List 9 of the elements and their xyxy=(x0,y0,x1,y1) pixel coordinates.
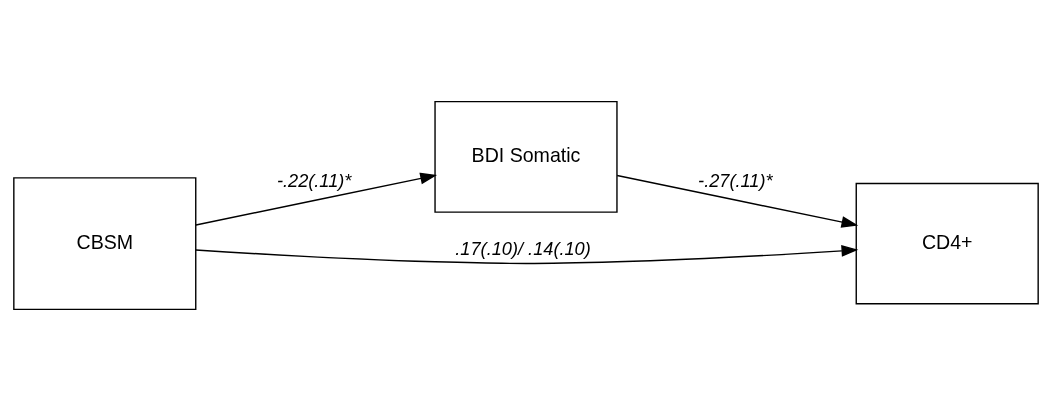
edge-label: .17(.10)/ .14(.10) xyxy=(455,239,591,260)
node-box: CD4+ xyxy=(855,182,1039,305)
edge-label: -.27(.11)* xyxy=(698,170,773,191)
edge-label: -.22(.11)* xyxy=(276,170,352,191)
node-box: CBSM xyxy=(13,177,197,311)
arrow xyxy=(616,174,859,228)
arrow xyxy=(195,172,438,226)
arrow xyxy=(195,245,859,265)
node-box: BDI Somatic xyxy=(434,100,618,213)
